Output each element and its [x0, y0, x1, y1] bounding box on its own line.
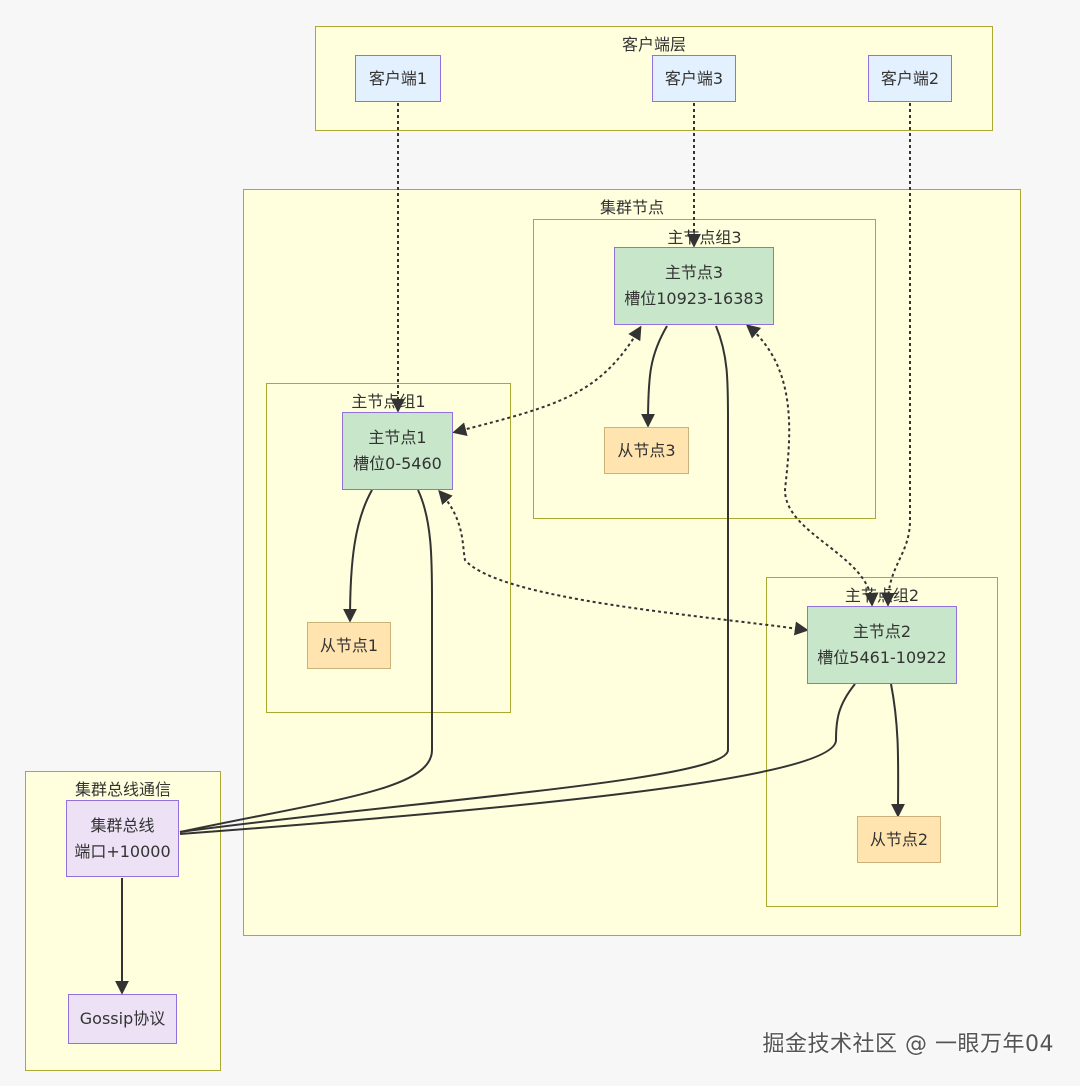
watermark-text: 掘金技术社区 @ 一眼万年04	[762, 1032, 1054, 1057]
node-slots: 槽位0-5460	[353, 454, 442, 473]
master-node-3: 主节点3 槽位10923-16383	[614, 247, 774, 325]
node-label: 主节点3	[664, 263, 724, 282]
node-slots: 槽位5461-10922	[817, 648, 947, 667]
edge-master3-bus	[179, 325, 729, 833]
cluster-title: 集群节点	[599, 198, 664, 217]
cluster-title: 集群总线通信	[74, 780, 171, 799]
node-label: 从节点1	[319, 635, 379, 655]
client-node-1: 客户端1	[355, 55, 441, 102]
client-node-2: 客户端2	[868, 55, 952, 102]
node-label: Gossip协议	[79, 1009, 166, 1028]
cluster-title: 客户端层	[621, 35, 686, 54]
master-node-1: 主节点1 槽位0-5460	[342, 412, 453, 490]
node-label: 客户端1	[368, 68, 428, 88]
edge-client2-master2	[881, 103, 911, 607]
cluster-title: 主节点组1	[351, 392, 426, 411]
node-label: 客户端2	[880, 68, 940, 88]
node-label: 客户端3	[664, 68, 724, 88]
gossip-node: Gossip协议	[68, 994, 177, 1044]
cluster-title: 主节点组3	[667, 228, 742, 247]
node-slots: 槽位10923-16383	[624, 289, 764, 308]
slave-node-1: 从节点1	[307, 622, 391, 669]
edge-master3-master2	[745, 324, 879, 607]
edge-master1-slave1	[343, 489, 373, 623]
edge-master2-slave2	[890, 683, 906, 818]
node-label: 主节点1	[368, 428, 427, 447]
edge-master1-master3	[452, 325, 642, 436]
edge-master1-master2	[438, 489, 809, 636]
client-node-3: 客户端3	[652, 55, 736, 102]
cluster-bus-node: 集群总线 端口+10000	[66, 800, 179, 877]
node-label: 从节点2	[869, 829, 929, 849]
edge-master1-bus	[179, 489, 433, 833]
node-port: 端口+10000	[74, 841, 171, 861]
node-label: 集群总线	[90, 815, 155, 835]
slave-node-2: 从节点2	[857, 816, 941, 863]
edge-master3-slave3	[641, 325, 668, 428]
edge-master2-bus	[179, 683, 856, 835]
node-label: 从节点3	[617, 440, 676, 460]
master-node-2: 主节点2 槽位5461-10922	[807, 606, 957, 684]
slave-node-3: 从节点3	[604, 427, 689, 474]
node-label: 主节点2	[852, 622, 912, 641]
